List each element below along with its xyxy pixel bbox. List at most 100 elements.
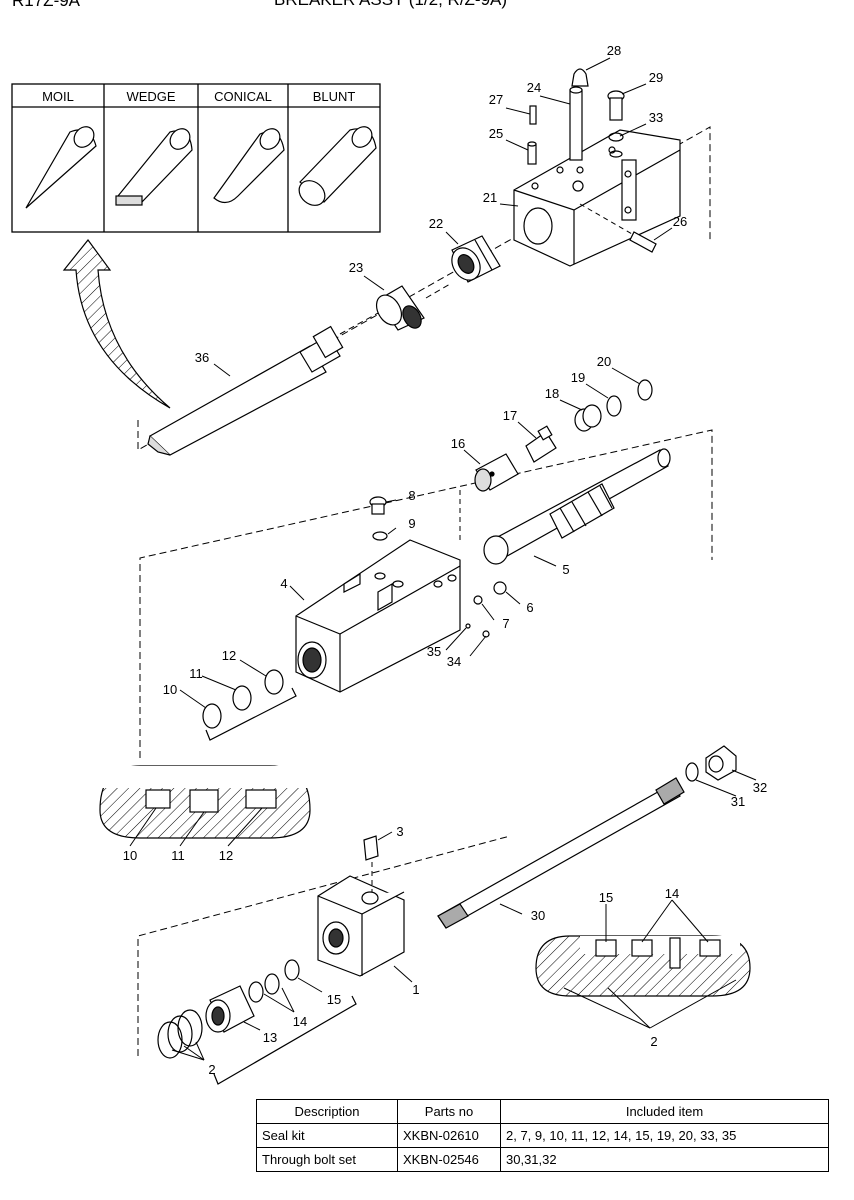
callout-36: 36 <box>195 350 209 365</box>
valve-17 <box>525 425 557 463</box>
callout-17: 17 <box>503 408 517 423</box>
callout-5: 5 <box>562 562 569 577</box>
callout-12: 12 <box>222 648 236 663</box>
callout-29: 29 <box>649 70 663 85</box>
row-items: 30,31,32 <box>500 1147 829 1172</box>
callout-31: 31 <box>731 794 745 809</box>
o-ring-7 <box>473 595 483 605</box>
callout-6: 6 <box>526 600 533 615</box>
parts-table: Description Parts no Included item Seal … <box>256 1099 829 1172</box>
callout-35: 35 <box>427 644 441 659</box>
callout-28: 28 <box>607 43 621 58</box>
chisel-36 <box>147 325 344 456</box>
o-ring-33 <box>608 132 624 158</box>
callout-20: 20 <box>597 354 611 369</box>
plug-28 <box>571 68 589 87</box>
callout-21: 21 <box>483 190 497 205</box>
callout-26: 26 <box>673 214 687 229</box>
moil-chisel-icon <box>25 126 97 209</box>
callout-14-detail: 14 <box>665 886 679 901</box>
callout-24: 24 <box>527 80 541 95</box>
washer-31 <box>685 762 699 782</box>
blunt-chisel-icon <box>298 126 377 206</box>
callout-14: 14 <box>293 1014 307 1029</box>
callout-15: 15 <box>327 992 341 1007</box>
callout-34: 34 <box>447 654 461 669</box>
valve-sleeve-16 <box>474 453 519 492</box>
table-row: Through bolt set XKBN-02546 30,31,32 <box>256 1147 829 1172</box>
pin-34-35 <box>465 623 490 638</box>
seal-holder-13 <box>205 985 255 1033</box>
bushing-22 <box>451 235 501 283</box>
pin-24 <box>569 86 583 161</box>
seal-detail-lower <box>535 935 751 997</box>
pin-26 <box>629 231 657 253</box>
rings-10-11-12 <box>202 669 284 729</box>
callout-2: 2 <box>208 1062 215 1077</box>
plug-6 <box>493 581 507 595</box>
callout-33: 33 <box>649 110 663 125</box>
rings-2 <box>157 1009 203 1059</box>
back-head-1 <box>317 875 405 977</box>
callout-3: 3 <box>396 824 403 839</box>
row-part-no: XKBN-02610 <box>397 1123 501 1148</box>
callout-8: 8 <box>408 488 415 503</box>
callout-22: 22 <box>429 216 443 231</box>
row-part-no: XKBN-02546 <box>397 1147 501 1172</box>
callout-4: 4 <box>280 576 287 591</box>
curved-arrow-icon <box>62 239 171 409</box>
row-description: Seal kit <box>256 1123 398 1148</box>
header-description: Description <box>256 1099 398 1124</box>
middle-group-outline <box>139 429 713 758</box>
lower-group-outline <box>137 835 511 1056</box>
bushing-23 <box>375 285 425 331</box>
header-included-item: Included item <box>500 1099 829 1124</box>
row-items: 2, 7, 9, 10, 11, 12, 14, 15, 19, 20, 33,… <box>500 1123 829 1148</box>
page-title: BREAKER ASSY (1/2, R/Z-9A) <box>274 0 507 10</box>
o-ring-19 <box>606 395 622 417</box>
tool-label-blunt: BLUNT <box>313 89 356 104</box>
upper-group-outline <box>137 126 711 451</box>
o-ring-9 <box>372 531 388 541</box>
callout-11: 11 <box>189 666 203 681</box>
plug-8 <box>369 496 387 515</box>
callout-10: 10 <box>163 682 177 697</box>
wedge-chisel-icon <box>115 128 193 206</box>
callout-15-detail: 15 <box>599 890 613 905</box>
tool-label-conical: CONICAL <box>214 89 272 104</box>
callout-11-detail: 11 <box>171 848 185 863</box>
callout-2-detail: 2 <box>650 1034 657 1049</box>
screw-29 <box>607 90 625 121</box>
tool-type-table <box>11 83 381 233</box>
callout-12-detail: 12 <box>219 848 233 863</box>
callout-25: 25 <box>489 126 503 141</box>
seal-detail-upper <box>99 765 311 839</box>
parts-table-header: Description Parts no Included item <box>256 1099 829 1124</box>
valve-plug-18 <box>574 404 602 432</box>
callout-7: 7 <box>502 616 509 631</box>
o-ring-20 <box>637 379 653 401</box>
callout-16: 16 <box>451 436 465 451</box>
header-parts-no: Parts no <box>397 1099 501 1124</box>
table-row: Seal kit XKBN-02610 2, 7, 9, 10, 11, 12,… <box>256 1123 829 1148</box>
rings-14-15 <box>248 959 300 1003</box>
cylinder-4 <box>295 539 461 693</box>
conical-chisel-icon <box>213 128 285 204</box>
callout-18: 18 <box>545 386 559 401</box>
callout-9: 9 <box>408 516 415 531</box>
row-description: Through bolt set <box>256 1147 398 1172</box>
callout-32: 32 <box>753 780 767 795</box>
piston-5 <box>483 448 671 565</box>
callout-30: 30 <box>531 908 545 923</box>
callout-23: 23 <box>349 260 363 275</box>
tool-label-moil: MOIL <box>42 89 74 104</box>
leader-lines <box>129 57 757 1061</box>
valve-3 <box>363 835 379 861</box>
model-code: R17Z-9A <box>12 0 81 10</box>
tool-label-wedge: WEDGE <box>126 89 175 104</box>
front-head-21 <box>513 129 681 267</box>
pin-27 <box>529 105 537 125</box>
callout-13: 13 <box>263 1030 277 1045</box>
through-bolt-30 <box>437 777 685 929</box>
